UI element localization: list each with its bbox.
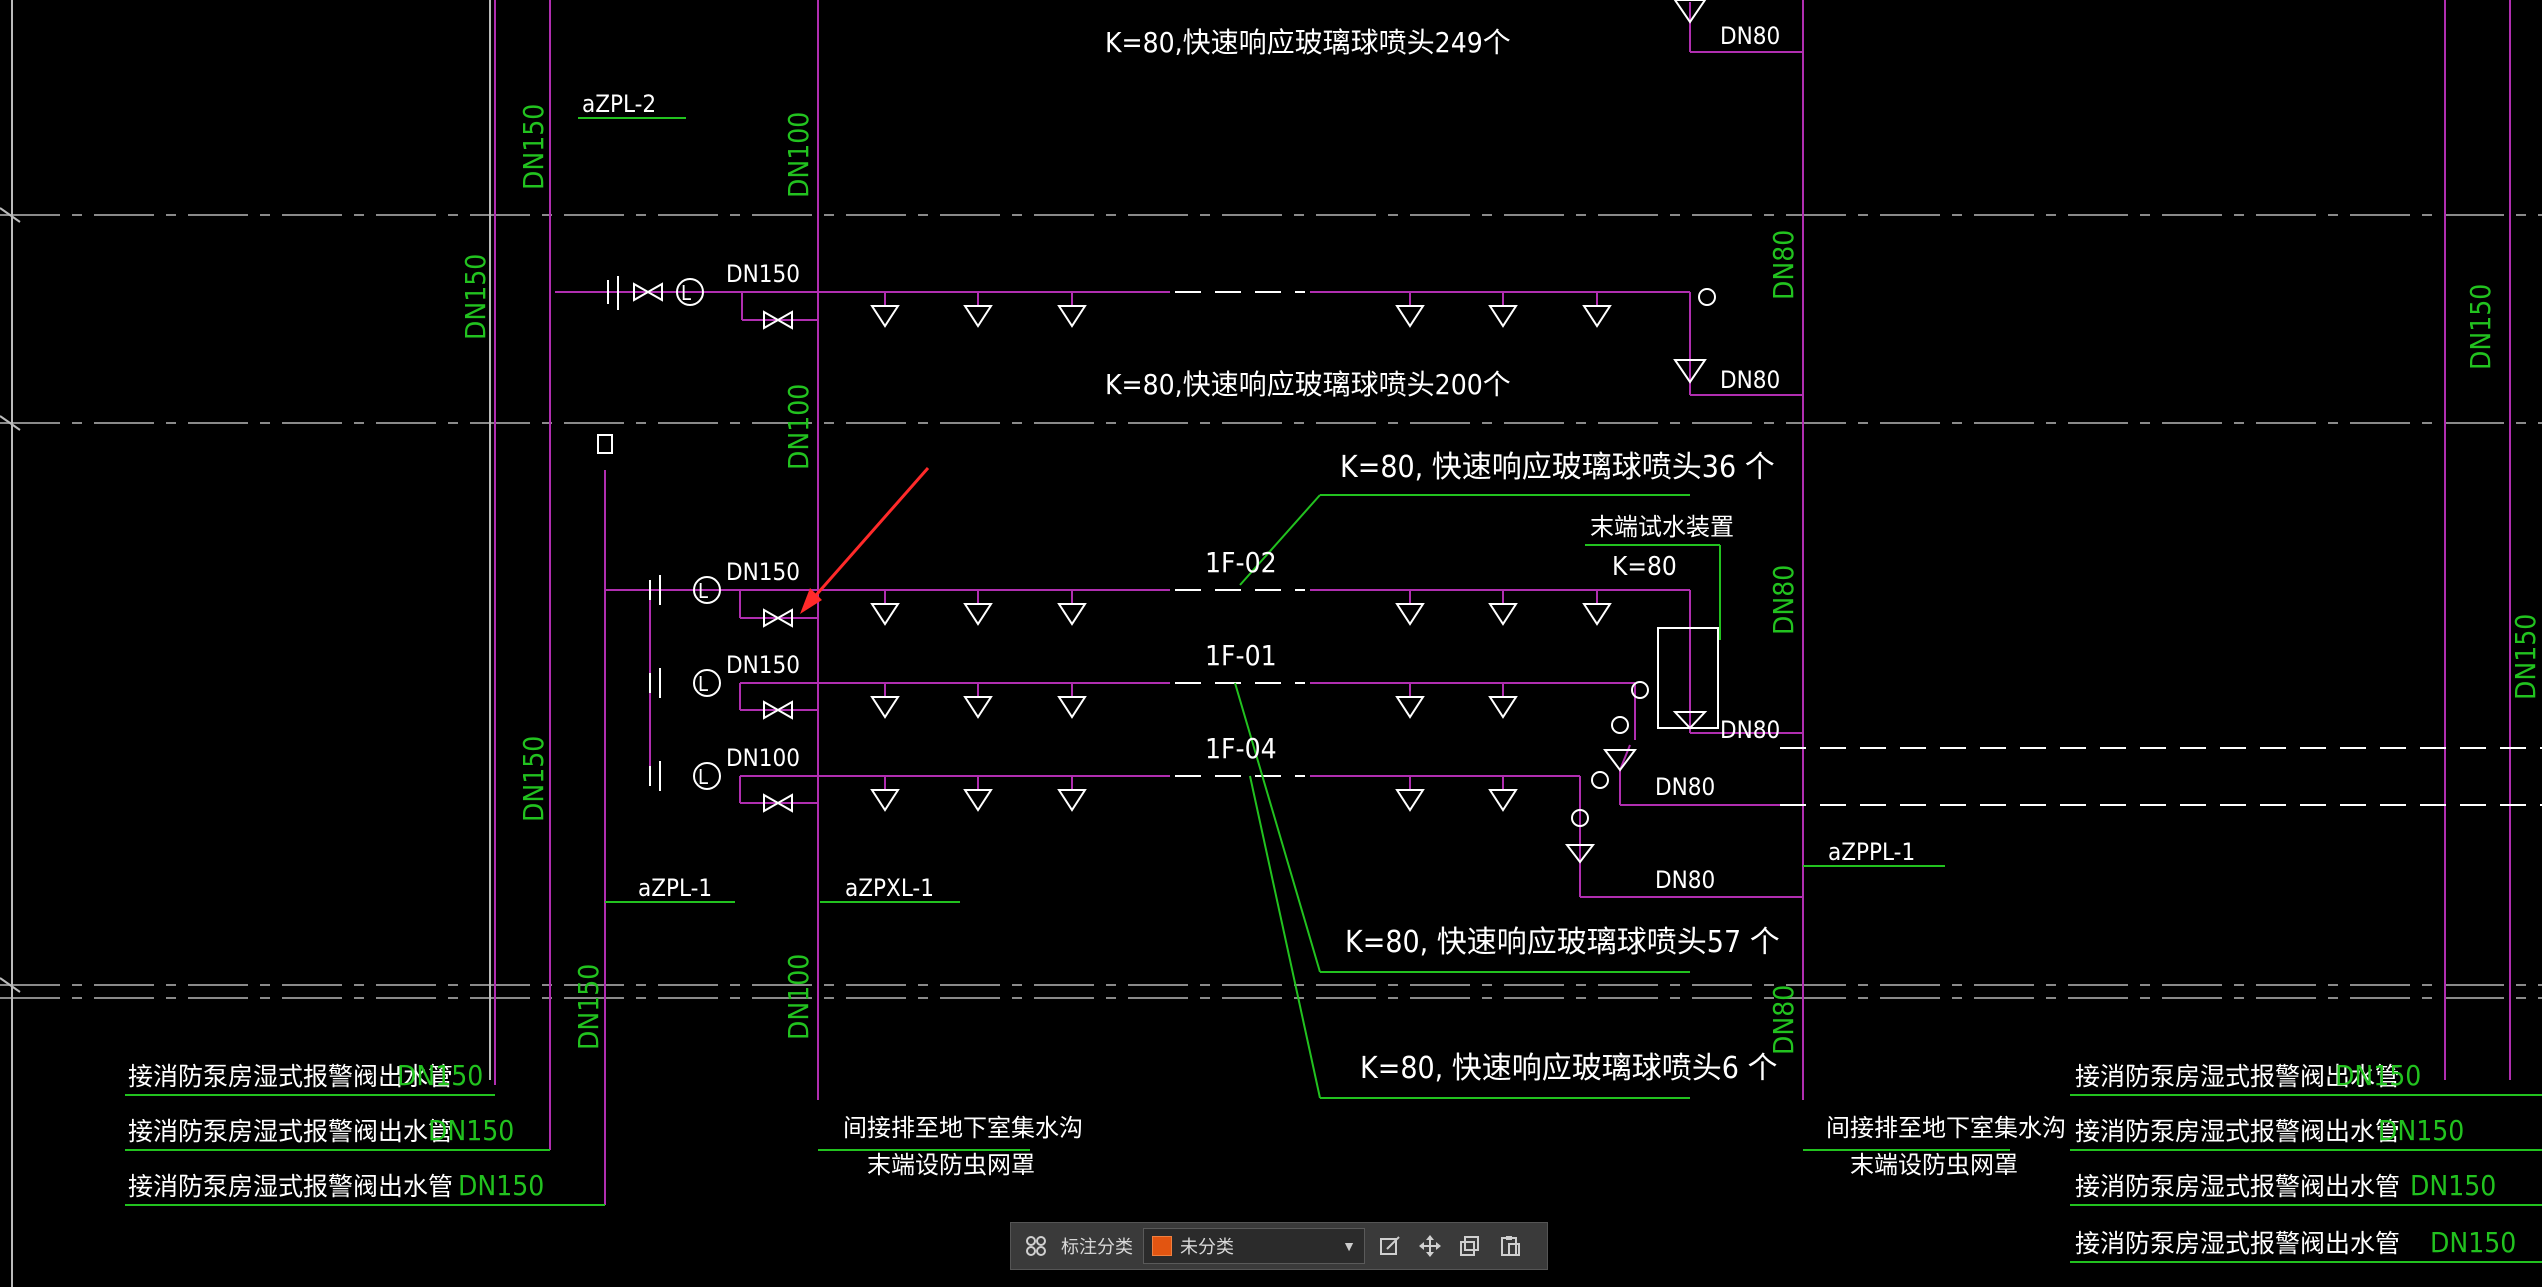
pipe-size-label: DN100: [782, 384, 815, 470]
pipe-size-label: DN150: [2509, 614, 2542, 700]
flow-indicator-symbol: L: [681, 281, 691, 305]
chevron-down-icon: ▼: [1342, 1238, 1356, 1254]
pipe-size-label: DN100: [726, 744, 800, 772]
drain-note: 末端设防虫网罩: [1850, 1151, 2018, 1179]
pipe-size-label: DN80: [1655, 866, 1715, 894]
pump-outlet-note: 接消防泵房湿式报警阀出水管: [2075, 1172, 2400, 1201]
flow-indicators: [597, 0, 1719, 864]
pipe-size-label: DN150: [459, 254, 492, 340]
pipe-break-dashes: [1175, 291, 2542, 806]
pipe-size-label: DN150: [458, 1169, 544, 1202]
pump-outlet-note: 接消防泵房湿式报警阀出水管: [2075, 1062, 2400, 1091]
sprinkler-count-label: K=80,快速响应玻璃球喷头249个: [1105, 26, 1511, 59]
drain-note: 末端设防虫网罩: [867, 1151, 1035, 1179]
pump-outlet-note: 接消防泵房湿式报警阀出水管: [2075, 1229, 2400, 1258]
pipe-size-label: DN150: [2464, 284, 2497, 370]
zone-label: 1F-04: [1205, 732, 1277, 765]
category-label: 标注分类: [1061, 1237, 1133, 1257]
annotation-toolbar: 标注分类 未分类 ▼: [1010, 1222, 1548, 1270]
pipe-size-label: DN80: [1720, 366, 1780, 394]
riser-label: aZPL-2: [582, 90, 656, 118]
pipe-size-label: DN150: [2335, 1059, 2421, 1092]
sprinkler-count-label: K=80, 快速响应玻璃球喷头57 个: [1345, 925, 1780, 960]
pipe-size-label: DN150: [517, 736, 550, 822]
sprinkler-count-label: K=80, 快速响应玻璃球喷头6 个: [1360, 1051, 1778, 1086]
end-test-label: 末端试水装置: [1590, 513, 1734, 541]
move-icon[interactable]: [1415, 1231, 1445, 1261]
riser-label: aZPPL-1: [1828, 838, 1915, 866]
group-icon[interactable]: [1021, 1231, 1051, 1261]
copy-icon[interactable]: [1455, 1231, 1485, 1261]
pipe-size-label: DN150: [2378, 1114, 2464, 1147]
pipe-size-label: DN80: [1767, 230, 1800, 300]
sprinkler-count-label: K=80,快速响应玻璃球喷头200个: [1105, 368, 1511, 401]
paste-icon[interactable]: [1495, 1231, 1525, 1261]
pump-outlet-note: 接消防泵房湿式报警阀出水管: [128, 1117, 453, 1146]
pipe-size-label: DN150: [726, 651, 800, 679]
pipe-size-label: DN150: [572, 964, 605, 1050]
pipe-size-label: DN80: [1720, 22, 1780, 50]
edit-icon[interactable]: [1375, 1231, 1405, 1261]
category-select-value: 未分类: [1180, 1237, 1234, 1257]
pipe-size-label: DN150: [2410, 1169, 2496, 1202]
end-test-k-label: K=80: [1612, 552, 1677, 582]
riser-label: aZPXL-1: [845, 874, 934, 902]
drain-note: 间接排至地下室集水沟: [843, 1114, 1083, 1142]
valves: [633, 283, 793, 812]
pipe-size-label: DN80: [1767, 985, 1800, 1055]
flow-indicator-symbol: L: [698, 579, 708, 603]
pipe-size-label: DN150: [397, 1059, 483, 1092]
pipe-size-label: DN100: [782, 112, 815, 198]
pipe-size-label: DN80: [1655, 773, 1715, 801]
pipe-size-label: DN100: [782, 954, 815, 1040]
grid-lines: [0, 214, 2542, 999]
pipe-size-label: DN80: [1720, 716, 1780, 744]
red-annotation-arrow: [800, 467, 930, 614]
pipe-size-label: DN150: [726, 558, 800, 586]
pump-outlet-note: 接消防泵房湿式报警阀出水管: [128, 1172, 453, 1201]
category-color-swatch: [1152, 1236, 1172, 1256]
pipe-size-label: DN150: [2430, 1226, 2516, 1259]
pipe-size-label: DN80: [1767, 565, 1800, 635]
drain-note: 间接排至地下室集水沟: [1826, 1114, 2066, 1142]
pump-outlet-note: 接消防泵房湿式报警阀出水管: [2075, 1117, 2400, 1146]
zone-label: 1F-02: [1205, 546, 1277, 579]
zone-label: 1F-01: [1205, 639, 1277, 672]
pump-outlet-note: 接消防泵房湿式报警阀出水管: [128, 1062, 453, 1091]
pipe-size-label: DN150: [428, 1114, 514, 1147]
flow-indicator-symbol: L: [698, 672, 708, 696]
riser-label: aZPL-1: [638, 874, 712, 902]
pipe-size-label: DN150: [726, 260, 800, 288]
flow-indicator-symbol: L: [698, 765, 708, 789]
leader-lines: [125, 117, 2542, 1263]
pipe-network: [494, 0, 2511, 1205]
sprinkler-count-label: K=80, 快速响应玻璃球喷头36 个: [1340, 450, 1775, 485]
category-select[interactable]: 未分类 ▼: [1143, 1228, 1365, 1264]
pipe-size-label: DN150: [517, 104, 550, 190]
